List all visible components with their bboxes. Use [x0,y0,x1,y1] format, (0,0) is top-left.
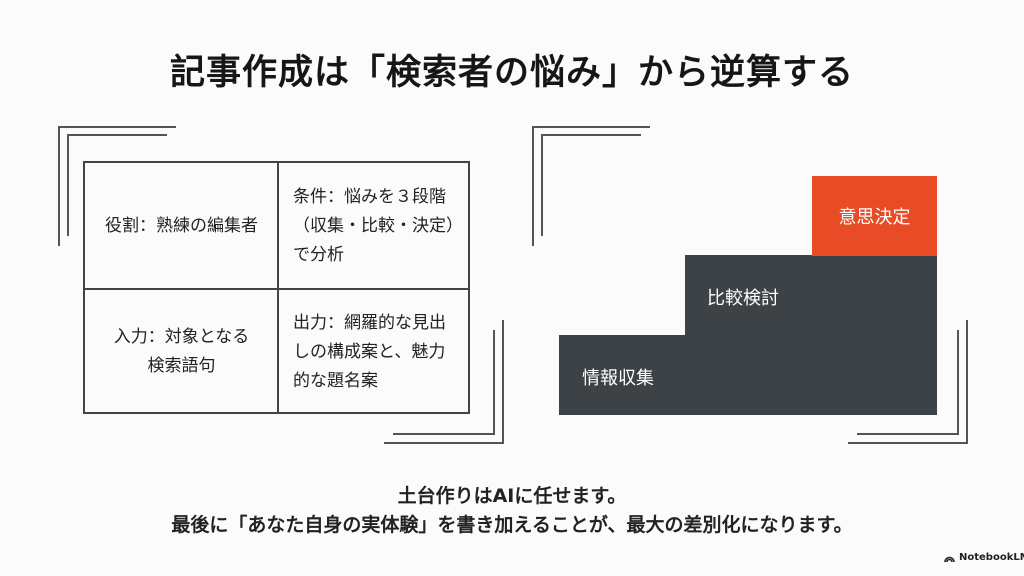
notebooklm-brand: NotebookLM [944,552,1024,563]
role-cell: 役割：熟練の編集者 [105,215,258,236]
footer-line-1: 土台作りはAIに任せます。 [397,485,627,507]
output-cell: 出力：網羅的な見出しの構成案と、魅力的な題名案 [293,312,446,391]
step-comparison: 比較検討 [707,288,779,309]
step-decision: 意思決定 [812,176,937,256]
footer-line-2: 最後に「あなた自身の実体験」を書き加えることが、最大の差別化になります。 [171,514,853,536]
input-cell: 入力：対象となる検索語句 [113,327,250,376]
slide-title: 記事作成は「検索者の悩み」から逆算する [169,53,854,93]
prompt-grid: 役割：熟練の編集者 条件：悩みを３段階（収集・比較・決定）で分析 入力：対象とな… [83,161,470,414]
condition-cell: 条件：悩みを３段階（収集・比較・決定）で分析 [293,186,455,265]
brand-label: NotebookLM [959,552,1024,563]
step-label: 意思決定 [838,207,911,228]
step-information-gathering: 情報収集 [582,368,654,389]
notebooklm-logo-icon [944,556,955,562]
